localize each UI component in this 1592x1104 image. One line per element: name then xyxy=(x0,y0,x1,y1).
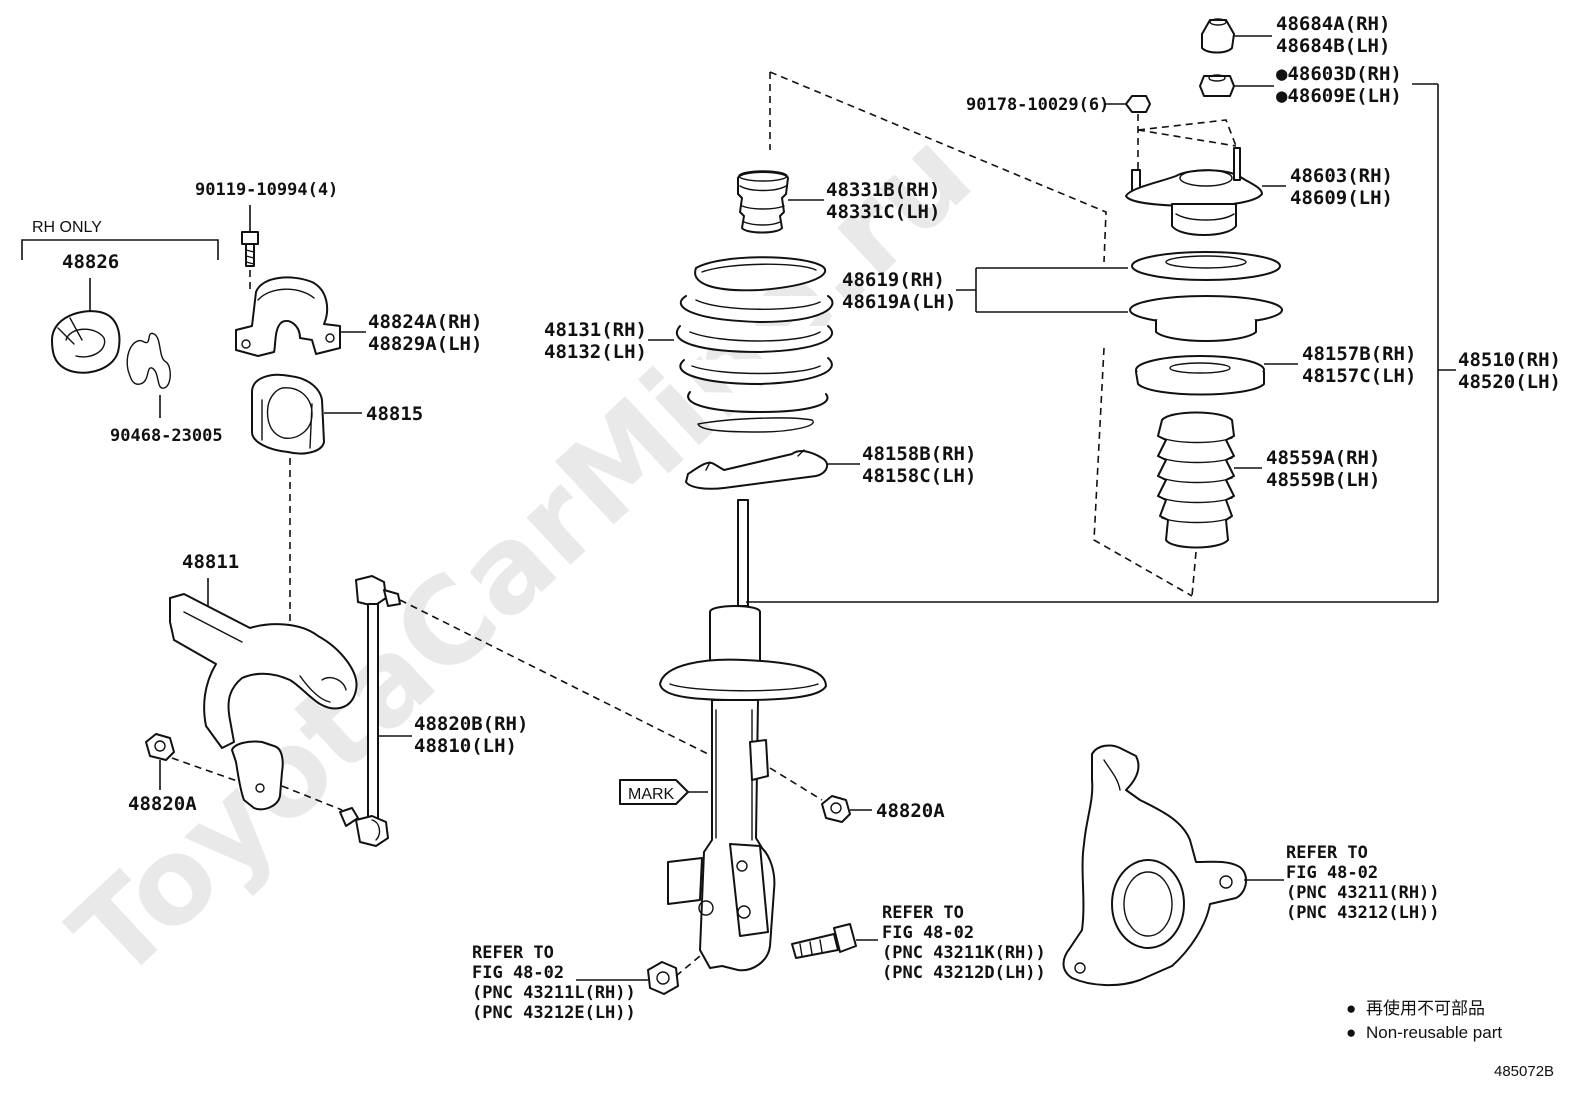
upper-mount-48603[interactable] xyxy=(1125,147,1263,236)
rh-only-group: RH ONLY 48826 90468-23005 xyxy=(21,219,223,446)
bushing-48815[interactable] xyxy=(251,373,325,455)
label-48603[interactable]: 48603(RH) xyxy=(1290,165,1393,187)
bolt-refer-line-4: (PNC 43212D(LH)) xyxy=(882,963,1046,983)
label-48810[interactable]: 48810(LH) xyxy=(414,735,517,757)
bracket-48824a[interactable] xyxy=(235,276,341,357)
label-48609[interactable]: 48609(LH) xyxy=(1290,187,1393,209)
bolt-90119[interactable] xyxy=(241,231,259,267)
bolt-refer-line-2: FIG 48-02 xyxy=(882,923,974,943)
bolt-refer-line-3: (PNC 43211K(RH)) xyxy=(882,943,1046,963)
label-48559b[interactable]: 48559B(LH) xyxy=(1266,469,1380,491)
plate-48826[interactable] xyxy=(51,310,121,374)
label-48820a-right[interactable]: 48820A xyxy=(876,800,945,822)
label-48520[interactable]: 48520(LH) xyxy=(1458,371,1561,393)
label-48331c[interactable]: 48331C(LH) xyxy=(826,201,940,223)
nut-refer-line-3: (PNC 43211L(RH)) xyxy=(472,983,636,1003)
label-48132[interactable]: 48132(LH) xyxy=(544,341,647,363)
label-48158b[interactable]: 48158B(RH) xyxy=(862,443,976,465)
legend: ● 再使用不可部品 ● Non-reusable part xyxy=(1346,998,1502,1042)
label-48684a[interactable]: 48684A(RH) xyxy=(1276,13,1390,35)
label-48619[interactable]: 48619(RH) xyxy=(842,269,945,291)
insulator-48158b[interactable] xyxy=(685,449,829,490)
knuckle-refer-line-1: REFER TO xyxy=(1286,843,1368,863)
steering-knuckle-43211[interactable] xyxy=(1062,744,1247,987)
stabilizer-bar-48811[interactable] xyxy=(169,593,358,811)
mark-label: MARK xyxy=(628,786,675,803)
label-48158c[interactable]: 48158C(LH) xyxy=(862,465,976,487)
nut-refer-line-1: REFER TO xyxy=(472,943,554,963)
label-48684b[interactable]: 48684B(LH) xyxy=(1276,35,1390,57)
dust-boot-48559a[interactable] xyxy=(1157,411,1235,549)
label-90119-10994[interactable]: 90119-10994(4) xyxy=(195,180,338,200)
bolt-refer-line-1: REFER TO xyxy=(882,903,964,923)
label-48829a[interactable]: 48829A(LH) xyxy=(368,333,482,355)
bump-stop-48331b[interactable] xyxy=(737,170,789,234)
label-48609e[interactable]: ●48609E(LH) xyxy=(1276,85,1402,107)
label-48820a-left[interactable]: 48820A xyxy=(128,793,197,815)
label-48619a[interactable]: 48619A(LH) xyxy=(842,291,956,313)
nut-refer-line-2: FIG 48-02 xyxy=(472,963,564,983)
knuckle-refer-line-4: (PNC 43212(LH)) xyxy=(1286,903,1440,923)
knuckle-refer-line-2: FIG 48-02 xyxy=(1286,863,1378,883)
legend-bullet-1: ● xyxy=(1346,999,1356,1018)
label-48331b[interactable]: 48331B(RH) xyxy=(826,179,940,201)
nut-48820a-right[interactable] xyxy=(821,795,851,823)
legend-bullet-2: ● xyxy=(1346,1023,1356,1042)
label-48815[interactable]: 48815 xyxy=(366,403,423,425)
nut-48603d[interactable] xyxy=(1199,74,1235,97)
label-48157c[interactable]: 48157C(LH) xyxy=(1302,365,1416,387)
legend-line-2: Non-reusable part xyxy=(1366,1023,1502,1042)
coil-spring-48131[interactable] xyxy=(675,256,834,433)
clip-90468-23005[interactable] xyxy=(126,332,171,389)
nut-48820a-left[interactable] xyxy=(145,733,175,761)
nut-43211l[interactable] xyxy=(647,961,679,995)
label-48811[interactable]: 48811 xyxy=(182,551,239,573)
label-48559a[interactable]: 48559A(RH) xyxy=(1266,447,1380,469)
label-48131[interactable]: 48131(RH) xyxy=(544,319,647,341)
label-48820b[interactable]: 48820B(RH) xyxy=(414,713,528,735)
diagram-id: 485072B xyxy=(1494,1063,1554,1080)
label-48826[interactable]: 48826 xyxy=(62,251,119,273)
label-48603d[interactable]: ●48603D(RH) xyxy=(1276,63,1402,85)
nut-refer-line-4: (PNC 43212E(LH)) xyxy=(472,1003,636,1023)
nut-90178[interactable] xyxy=(1125,95,1151,113)
label-48824a[interactable]: 48824A(RH) xyxy=(368,311,482,333)
insulator-48619[interactable] xyxy=(1129,251,1283,342)
cap-48684a[interactable] xyxy=(1201,18,1235,54)
rh-only-label: RH ONLY xyxy=(32,219,102,236)
label-48510[interactable]: 48510(RH) xyxy=(1458,349,1561,371)
legend-line-1: 再使用不可部品 xyxy=(1366,998,1485,1018)
bearing-48157b[interactable] xyxy=(1135,355,1265,396)
label-90468-23005[interactable]: 90468-23005 xyxy=(110,426,223,446)
label-90178-10029[interactable]: 90178-10029(6) xyxy=(966,95,1109,115)
label-48157b[interactable]: 48157B(RH) xyxy=(1302,343,1416,365)
mark-tag: MARK xyxy=(619,779,708,805)
shock-absorber-48510[interactable] xyxy=(659,499,827,972)
bolt-43211k[interactable] xyxy=(791,923,857,959)
stabilizer-link-48820b[interactable] xyxy=(339,575,401,847)
knuckle-refer-line-3: (PNC 43211(RH)) xyxy=(1286,883,1440,903)
